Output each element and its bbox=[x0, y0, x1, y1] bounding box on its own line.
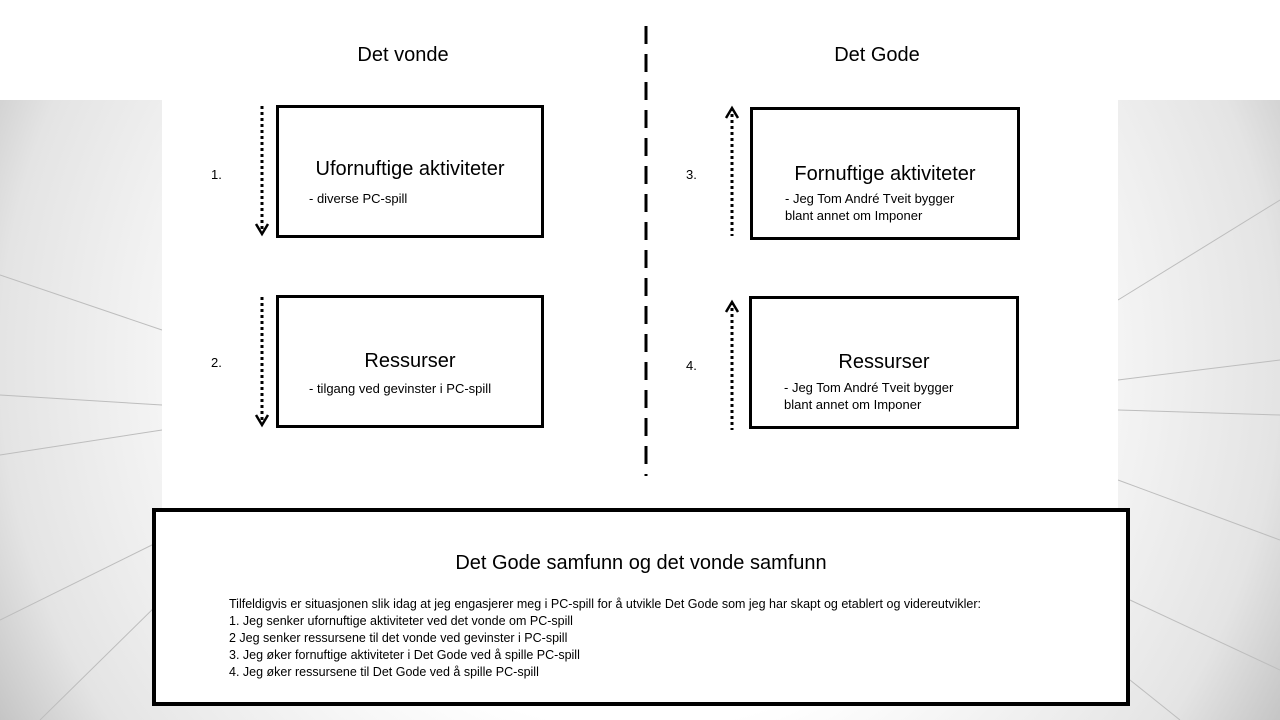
summary-line: 3. Jeg øker fornuftige aktiviteter i Det… bbox=[229, 648, 580, 662]
box-title: Fornuftige aktiviteter bbox=[794, 163, 976, 185]
summary-line: 4. Jeg øker ressursene til Det Gode ved … bbox=[229, 665, 539, 679]
box-resources-right: Ressurser - Jeg Tom André Tveit bygger b… bbox=[749, 296, 1019, 429]
item-number-1: 1. bbox=[211, 167, 222, 182]
box-resources-left: Ressurser - tilgang ved gevinster i PC-s… bbox=[276, 295, 544, 428]
summary-line: Tilfeldigvis er situasjonen slik idag at… bbox=[229, 597, 981, 611]
arrow-up-icon bbox=[724, 299, 740, 430]
arrow-down-icon bbox=[254, 106, 270, 237]
arrow-down-icon bbox=[254, 297, 270, 428]
box-title: Ufornuftige aktiviteter bbox=[315, 158, 505, 180]
box-subtitle: - diverse PC-spill bbox=[309, 191, 408, 206]
item-number-4: 4. bbox=[686, 358, 697, 373]
item-number-3: 3. bbox=[686, 167, 697, 182]
summary-line: 1. Jeg senker ufornuftige aktiviteter ve… bbox=[229, 614, 573, 628]
box-subtitle: - Jeg Tom André Tveit bygger blant annet… bbox=[784, 380, 954, 412]
item-number-2: 2. bbox=[211, 355, 222, 370]
box-subtitle: - tilgang ved gevinster i PC-spill bbox=[309, 381, 492, 396]
box-reasonable-activities: Fornuftige aktiviteter - Jeg Tom André T… bbox=[750, 107, 1020, 240]
box-unreasonable-activities: Ufornuftige aktiviteter - diverse PC-spi… bbox=[276, 105, 544, 238]
arrow-up-icon bbox=[724, 105, 740, 236]
summary-text: Tilfeldigvis er situasjonen slik idag at… bbox=[229, 596, 981, 681]
dashed-divider bbox=[644, 26, 648, 476]
box-title: Ressurser bbox=[838, 351, 930, 373]
box-title: Ressurser bbox=[364, 350, 456, 372]
summary-title: Det Gode samfunn og det vonde samfunn bbox=[455, 552, 827, 574]
summary-line: 2 Jeg senker ressursene til det vonde ve… bbox=[229, 631, 568, 645]
box-subtitle: - Jeg Tom André Tveit bygger blant annet… bbox=[785, 191, 955, 223]
right-column-heading: Det Gode bbox=[834, 44, 920, 66]
left-column-heading: Det vonde bbox=[357, 44, 449, 66]
summary-box: Det Gode samfunn og det vonde samfunn Ti… bbox=[152, 508, 1130, 706]
